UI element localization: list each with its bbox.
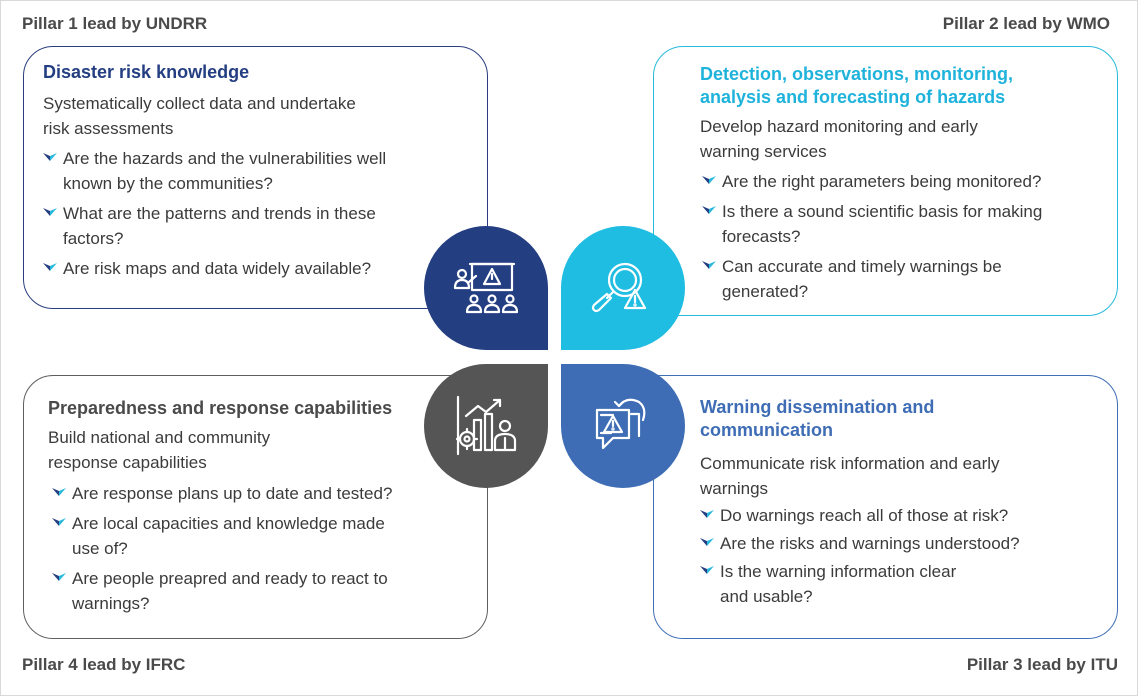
pillar-3-card: Warning dissemination and communication …: [653, 375, 1118, 639]
chevron-bullet-icon: [52, 518, 66, 526]
question-line: Are the risks and warnings understood?: [720, 534, 1020, 553]
pillar-4-question: Are response plans up to date and tested…: [52, 481, 462, 506]
chevron-bullet-icon: [700, 566, 714, 574]
pillar-4-title: Preparedness and response capabilities: [48, 397, 392, 420]
pillar-2-subtitle-line: Develop hazard monitoring and early: [700, 117, 978, 136]
pillar-3-subtitle: Communicate risk information and early w…: [700, 451, 1000, 501]
pillar-1-petal: [424, 226, 548, 350]
pillar-1-question: Are the hazards and the vulnerabilities …: [43, 146, 443, 196]
pillar-4-lead: Pillar 4 lead by IFRC: [22, 655, 186, 674]
pillar-1-subtitle: Systematically collect data and undertak…: [43, 91, 356, 141]
chevron-bullet-icon: [702, 176, 716, 184]
magnifier-warning-icon: [591, 262, 647, 313]
pillar-3-questions: Do warnings reach all of those at risk? …: [700, 503, 1110, 614]
pillar-4-question: Are local capacities and knowledge made …: [52, 511, 462, 561]
pillar-4-subtitle: Build national and community response ca…: [48, 425, 270, 475]
question-line: Are the right parameters being monitored…: [722, 172, 1042, 191]
chevron-bullet-icon: [52, 573, 66, 581]
question-line: forecasts?: [722, 227, 801, 246]
question-line: generated?: [722, 282, 809, 301]
question-line: Are response plans up to date and tested…: [72, 484, 393, 503]
pillar-2-subtitle-line: warning services: [700, 142, 827, 161]
pillar-3-question: Is the warning information clear and usa…: [700, 559, 1110, 609]
question-line: and usable?: [720, 587, 813, 606]
chevron-bullet-icon: [700, 510, 714, 518]
pillar-4-questions: Are response plans up to date and tested…: [52, 481, 462, 621]
pillar-1-card: Disaster risk knowledge Systematically c…: [23, 46, 488, 309]
pillar-3-question: Do warnings reach all of those at risk?: [700, 503, 1110, 528]
pillar-2-question: Is there a sound scientific basis for ma…: [702, 199, 1112, 249]
pillar-3-subtitle-line: Communicate risk information and early: [700, 454, 1000, 473]
chevron-bullet-icon: [43, 208, 57, 216]
growth-gear-person-icon: [455, 395, 517, 456]
pillar-2-title-line: Detection, observations, monitoring,: [700, 64, 1014, 84]
chevron-bullet-icon: [52, 488, 66, 496]
pillar-1-subtitle-line: Systematically collect data and undertak…: [43, 94, 356, 113]
question-line: Can accurate and timely warnings be: [722, 257, 1002, 276]
pillar-1-lead: Pillar 1 lead by UNDRR: [22, 14, 208, 33]
pillar-4-subtitle-line: response capabilities: [48, 453, 207, 472]
pillar-2-card: Detection, observations, monitoring, ana…: [653, 46, 1118, 316]
pillar-2-question: Can accurate and timely warnings be gene…: [702, 254, 1112, 304]
pillar-2-petal: [561, 226, 685, 350]
pillar-1-subtitle-line: risk assessments: [43, 119, 174, 138]
pillar-3-title-line: Warning dissemination and: [700, 397, 935, 417]
pillar-3-lead: Pillar 3 lead by ITU: [966, 655, 1118, 674]
pillar-1-question: What are the patterns and trends in thes…: [43, 201, 443, 251]
question-line: Are the hazards and the vulnerabilities …: [63, 149, 387, 168]
pillar-4-question: Are people preapred and ready to react t…: [52, 566, 462, 616]
pillar-2-lead: Pillar 2 lead by WMO: [942, 14, 1110, 33]
question-line: use of?: [72, 539, 128, 558]
pillar-2-title-line: analysis and forecasting of hazards: [700, 87, 1006, 107]
pillar-3-title-line: communication: [700, 420, 834, 440]
pillar-1-title-line: Disaster risk knowledge: [43, 62, 250, 82]
message-warning-icon: [595, 398, 646, 450]
pillar-3-question: Are the risks and warnings understood?: [700, 531, 1110, 556]
question-line: Is the warning information clear: [720, 562, 957, 581]
chevron-bullet-icon: [43, 263, 57, 271]
pillar-3-subtitle-line: warnings: [700, 479, 769, 498]
pillar-3-petal: [561, 364, 685, 488]
question-line: Is there a sound scientific basis for ma…: [722, 202, 1043, 221]
pillar-1-title: Disaster risk knowledge: [43, 61, 249, 84]
question-line: Are people preapred and ready to react t…: [72, 569, 388, 588]
pillar-4-card: Preparedness and response capabilities B…: [23, 375, 488, 639]
question-line: factors?: [63, 229, 124, 248]
question-line: Are risk maps and data widely available?: [63, 259, 372, 278]
pillar-2-title: Detection, observations, monitoring, ana…: [700, 63, 1013, 109]
pillar-4-subtitle-line: Build national and community: [48, 428, 271, 447]
presentation-warning-icon: [453, 262, 519, 314]
question-line: Are local capacities and knowledge made: [72, 514, 385, 533]
question-line: Do warnings reach all of those at risk?: [720, 506, 1009, 525]
pillar-2-question: Are the right parameters being monitored…: [702, 169, 1112, 194]
pillar-1-question: Are risk maps and data widely available?: [43, 256, 443, 281]
question-line: warnings?: [72, 594, 150, 613]
chevron-bullet-icon: [700, 538, 714, 546]
chevron-bullet-icon: [702, 261, 716, 269]
chevron-bullet-icon: [702, 206, 716, 214]
pillar-3-title: Warning dissemination and communication: [700, 396, 934, 442]
question-line: What are the patterns and trends in thes…: [63, 204, 376, 223]
pillar-2-questions: Are the right parameters being monitored…: [702, 169, 1112, 309]
pillar-4-petal: [424, 364, 548, 488]
pillar-2-subtitle: Develop hazard monitoring and early warn…: [700, 114, 978, 164]
pillar-4-title-line: Preparedness and response capabilities: [48, 398, 393, 418]
question-line: known by the communities?: [63, 174, 273, 193]
pillar-1-questions: Are the hazards and the vulnerabilities …: [43, 146, 443, 286]
chevron-bullet-icon: [43, 153, 57, 161]
